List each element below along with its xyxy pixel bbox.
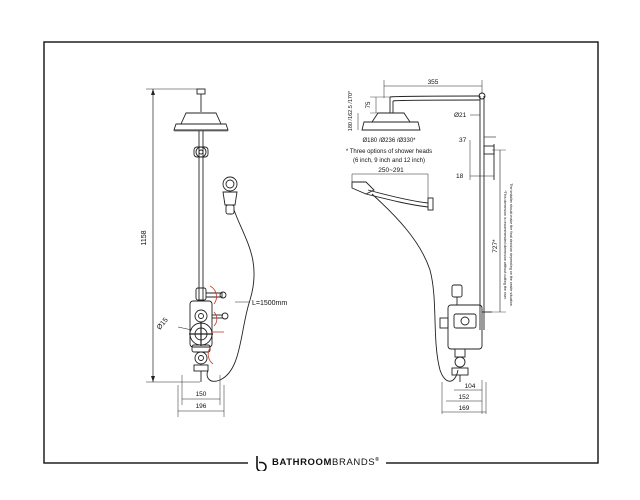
depth-104-label: 104 (465, 383, 476, 390)
wall-offset-upper-label: 37 (459, 137, 467, 144)
riser-note-line1: *This dimension is recommended dimension… (503, 190, 507, 299)
arm-length-label: 355 (428, 79, 439, 86)
inlet-diameter-label: Ø15 (156, 317, 170, 332)
depth-152-label: 152 (459, 394, 470, 401)
riser-height-label: 727* (492, 239, 499, 253)
brand-logo: BATHROOMBRANDS® (248, 453, 386, 473)
pipe-diameter-label: Ø21 (454, 112, 467, 119)
wall-offset-lower-label: 18 (456, 173, 464, 180)
front-width-outer-label: 196 (196, 403, 207, 410)
brand-name-light: BRANDS (332, 457, 376, 469)
sheet-border (43, 41, 599, 464)
front-height-label: 1158 (141, 230, 148, 245)
brand-trademark: ® (375, 457, 380, 464)
side-view (351, 80, 506, 414)
shower-head-note-line2: (6 inch, 9 inch and 12 inch) (353, 158, 425, 164)
drop-label: 75 (366, 101, 372, 108)
handset-reach-label: 250~291 (378, 167, 404, 174)
depth-169-label: 169 (459, 405, 470, 412)
shower-head-note-line1: * Three options of shower heads (346, 149, 432, 155)
head-height-label: 180 /162.5 /170* (348, 90, 354, 131)
front-view (146, 88, 255, 417)
head-diameters-label: Ø180 /Ø236 /Ø330* (362, 138, 416, 144)
riser-note-line2: The installer should make the final deci… (509, 183, 513, 306)
brand-name: BATHROOMBRANDS® (272, 457, 380, 468)
brand-b-icon (256, 456, 267, 471)
brand-name-bold: BATHROOM (272, 457, 333, 469)
front-width-inner-label: 150 (196, 391, 207, 398)
hose-length-label: L=1500mm (252, 300, 287, 307)
